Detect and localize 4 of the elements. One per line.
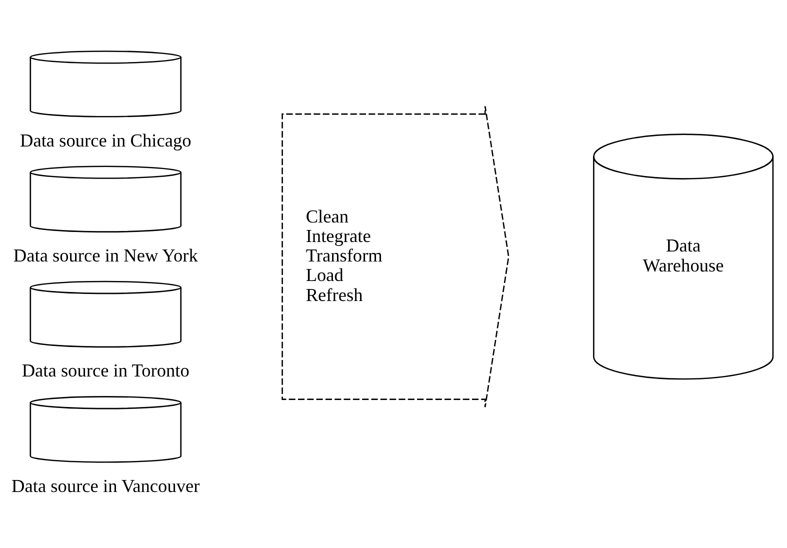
node-label: Data source in Chicago [20,130,192,150]
node-label: Data source in Toronto [22,360,190,381]
node-label: Data source in New York [13,246,198,266]
node-label: Data source in Vancouver [12,476,200,496]
